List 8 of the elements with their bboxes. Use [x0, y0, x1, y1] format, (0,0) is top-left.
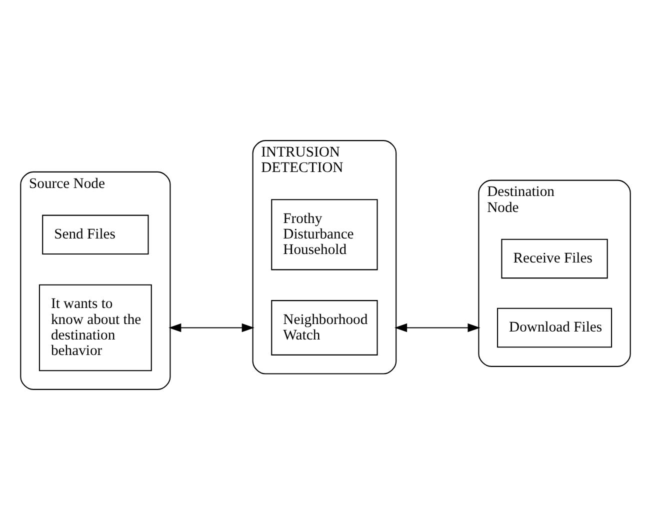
node-box: Download Files [497, 308, 612, 348]
node-box: Frothy Disturbance Household [271, 199, 378, 270]
node-box: Neighborhood Watch [271, 300, 378, 356]
node-box: Receive Files [501, 238, 608, 279]
arrow [168, 323, 254, 332]
arrow [394, 323, 480, 332]
node-box: It wants to know about the destination behavior [38, 284, 152, 372]
node-box: Send Files [42, 214, 149, 255]
